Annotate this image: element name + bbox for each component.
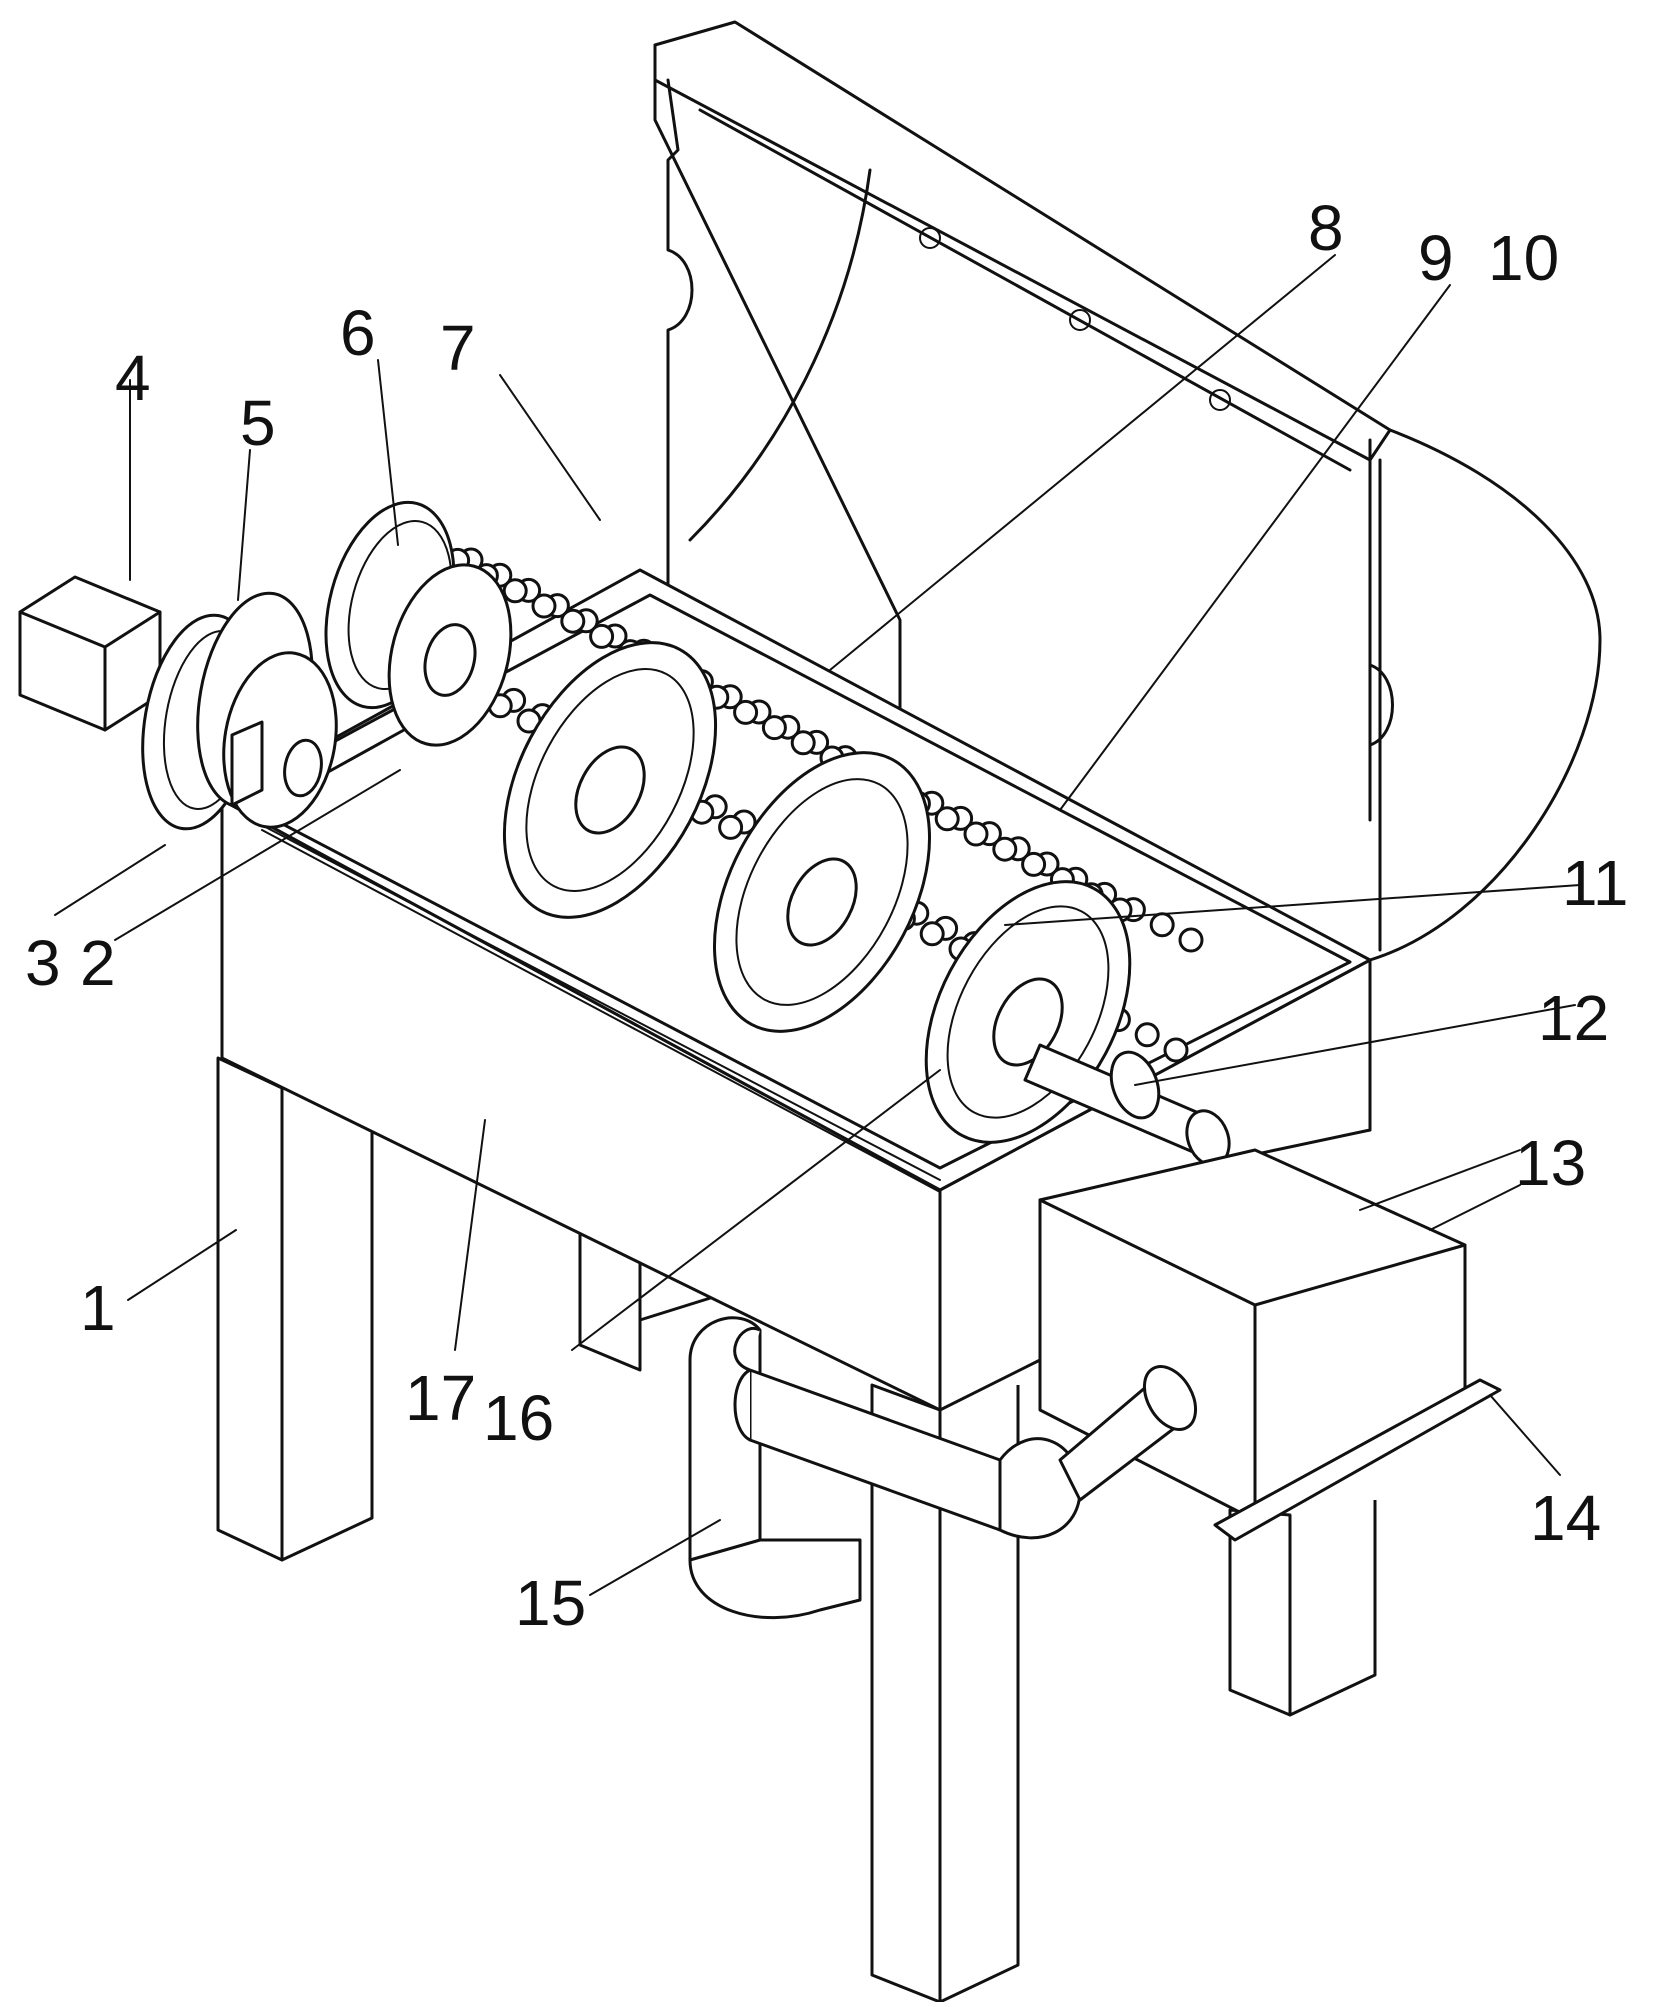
tooth-knob (761, 715, 787, 741)
label-10: 10 (1488, 222, 1559, 294)
label-11: 11 (1562, 847, 1628, 919)
label-8: 8 (1308, 192, 1344, 264)
label-9: 9 (1418, 222, 1454, 294)
label-7: 7 (440, 312, 476, 384)
crushing-discs (502, 641, 1132, 1144)
label-5: 5 (240, 387, 276, 459)
label-6: 6 (340, 297, 376, 369)
tooth-knob (1163, 1037, 1189, 1063)
label-3: 3 (25, 927, 61, 999)
tooth-knob (992, 836, 1018, 862)
lid (653, 20, 1602, 1162)
tooth-knob (790, 730, 816, 756)
tooth-knob (733, 699, 759, 725)
tooth-knob (531, 593, 557, 619)
label-13: 13 (1515, 1127, 1586, 1199)
tooth-knob (1021, 851, 1047, 877)
label-14: 14 (1530, 1482, 1601, 1554)
tooth-knob (560, 608, 586, 634)
label-4: 4 (115, 342, 151, 414)
label-2: 2 (80, 927, 116, 999)
label-1: 1 (80, 1272, 116, 1344)
tooth-knob (934, 806, 960, 832)
label-16: 16 (483, 1382, 554, 1454)
discharge-box (1038, 1148, 1502, 1542)
tooth-knob (1178, 927, 1204, 953)
tooth-knob (589, 623, 615, 649)
leader-lines (54, 254, 1581, 1596)
tooth-knob (1149, 912, 1175, 938)
label-15: 15 (515, 1567, 586, 1639)
rack-legs (216, 1048, 1377, 2004)
label-17: 17 (405, 1362, 476, 1434)
tooth-knob (919, 921, 945, 947)
tooth-knob (963, 821, 989, 847)
tooth-knob (502, 578, 528, 604)
part-labels: 1 2 3 4 5 6 7 8 9 10 11 12 13 14 15 16 1… (25, 192, 1628, 1639)
discharge-pipe (688, 1316, 1198, 1620)
gear-train (18, 500, 513, 831)
tooth-knob (1134, 1022, 1160, 1048)
tooth-knob (718, 814, 744, 840)
label-12: 12 (1538, 982, 1609, 1054)
